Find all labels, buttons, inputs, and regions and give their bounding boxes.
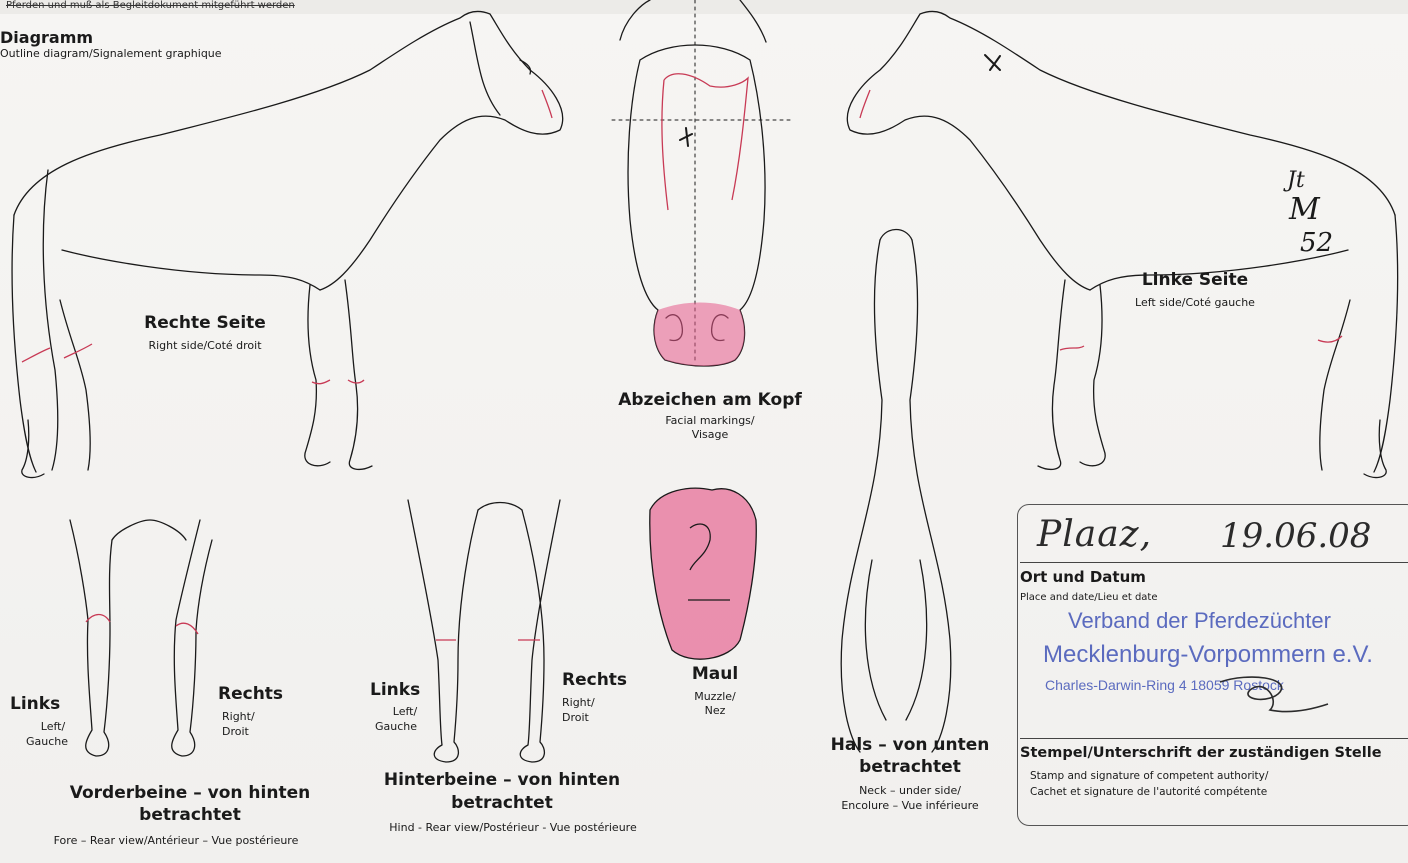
muzzle-subtitle-2: Nez <box>665 704 765 717</box>
handwritten-number: 52 <box>1300 228 1333 258</box>
fore-subtitle: Fore – Rear view/Antérieur – Vue postéri… <box>6 834 346 847</box>
place-date-label: Ort und Datum <box>1020 568 1146 586</box>
handwritten-m: M <box>1289 192 1320 227</box>
hind-subtitle: Hind - Rear view/Postérieur - Vue postér… <box>348 821 678 834</box>
left-side-title: Linke Seite <box>1110 270 1280 290</box>
place-date-sublabel: Place and date/Lieu et date <box>1020 592 1158 603</box>
place-date-rule <box>1020 562 1408 563</box>
fore-rechts-sub-1: Right/ <box>222 710 282 723</box>
fore-links-label: Links <box>10 694 80 714</box>
neck-underside <box>841 230 951 753</box>
muzzle-title: Maul <box>665 664 765 684</box>
neck-title-2: betrachtet <box>820 757 1000 777</box>
hind-legs <box>408 500 560 762</box>
handwritten-jt: Jt <box>1287 168 1305 193</box>
authority-label: Stempel/Unterschrift der zuständigen Ste… <box>1020 745 1382 761</box>
right-side-horse <box>12 11 563 477</box>
right-side-title: Rechte Seite <box>120 313 290 333</box>
hind-title-1: Hinterbeine – von hinten <box>372 770 632 790</box>
authority-rule <box>1020 738 1408 739</box>
neck-title-1: Hals – von unten <box>820 735 1000 755</box>
hind-links-label: Links <box>370 680 440 700</box>
fore-title-2: betrachtet <box>60 805 320 825</box>
left-side-subtitle: Left side/Coté gauche <box>1100 296 1290 309</box>
neck-subtitle-2: Encolure – Vue inférieure <box>815 799 1005 812</box>
signature-scribble <box>1210 670 1340 720</box>
authority-sub-1: Stamp and signature of competent authori… <box>1030 770 1268 782</box>
hind-rechts-sub-2: Droit <box>562 711 622 724</box>
head-subtitle-1: Facial markings/ <box>610 414 810 427</box>
hind-title-2: betrachtet <box>372 793 632 813</box>
fore-links-sub-1: Left/ <box>28 720 78 733</box>
head-subtitle-2: Visage <box>610 428 810 441</box>
head-title: Abzeichen am Kopf <box>600 390 820 410</box>
handwritten-date: 19.06.08 <box>1220 516 1371 556</box>
fore-rechts-label: Rechts <box>218 684 298 704</box>
fore-legs <box>70 520 212 756</box>
fore-title-1: Vorderbeine – von hinten <box>60 783 320 803</box>
handwritten-place: Plaaz, <box>1037 514 1152 555</box>
authority-sub-2: Cachet et signature de l'autorité compét… <box>1030 786 1267 798</box>
muzzle-drawing <box>650 488 756 659</box>
fore-rechts-sub-2: Droit <box>222 725 282 738</box>
hind-rechts-sub-1: Right/ <box>562 696 622 709</box>
hind-links-sub-1: Left/ <box>382 705 428 718</box>
right-side-subtitle: Right side/Coté droit <box>110 339 300 352</box>
fore-links-sub-2: Gauche <box>16 735 78 748</box>
muzzle-subtitle-1: Muzzle/ <box>665 690 765 703</box>
neck-subtitle-1: Neck – under side/ <box>820 784 1000 797</box>
stamp-line-2: Mecklenburg-Vorpommern e.V. <box>1043 641 1373 669</box>
stamp-line-1: Verband der Pferdezüchter <box>1068 608 1331 634</box>
hind-rechts-label: Rechts <box>562 670 642 690</box>
hind-links-sub-2: Gauche <box>364 720 428 733</box>
